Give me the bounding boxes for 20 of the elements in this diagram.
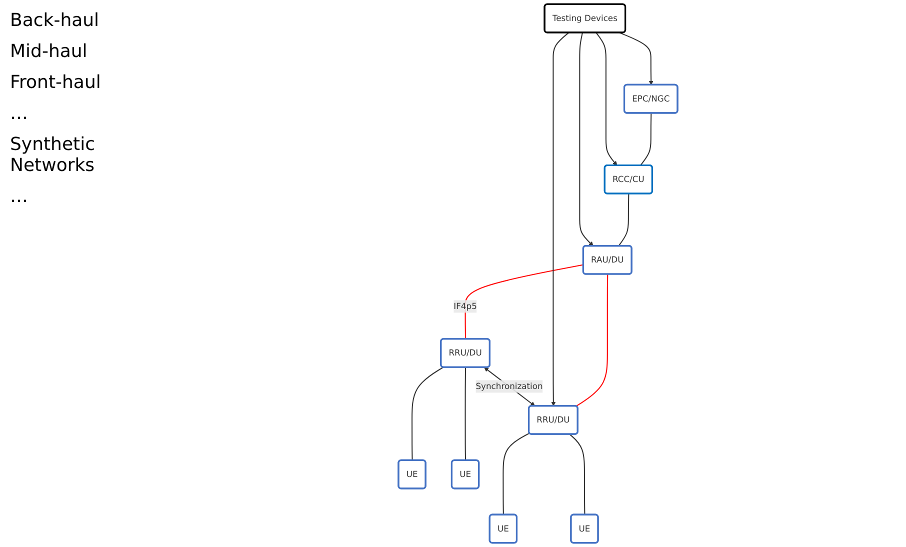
- connector: [569, 434, 586, 515]
- note-text: Back-haul: [10, 10, 100, 31]
- connector: [502, 432, 530, 515]
- arrow: [596, 32, 618, 166]
- edge-label: Synchronization: [476, 381, 543, 392]
- connector: [640, 113, 652, 166]
- arrow: [551, 32, 570, 406]
- note-text: Synthetic Networks: [10, 134, 96, 176]
- connector: [618, 194, 630, 246]
- connector: [576, 274, 608, 407]
- connector: [464, 367, 466, 460]
- edge-label: IF4p5: [454, 301, 477, 312]
- note-text: …: [10, 186, 29, 207]
- arrow: [619, 32, 654, 86]
- note-text: Front-haul: [10, 72, 102, 93]
- connector: [464, 264, 584, 340]
- arrow: [579, 32, 594, 246]
- connector: [412, 366, 444, 460]
- note-text: …: [10, 103, 29, 124]
- note-text: Mid-haul: [10, 41, 88, 62]
